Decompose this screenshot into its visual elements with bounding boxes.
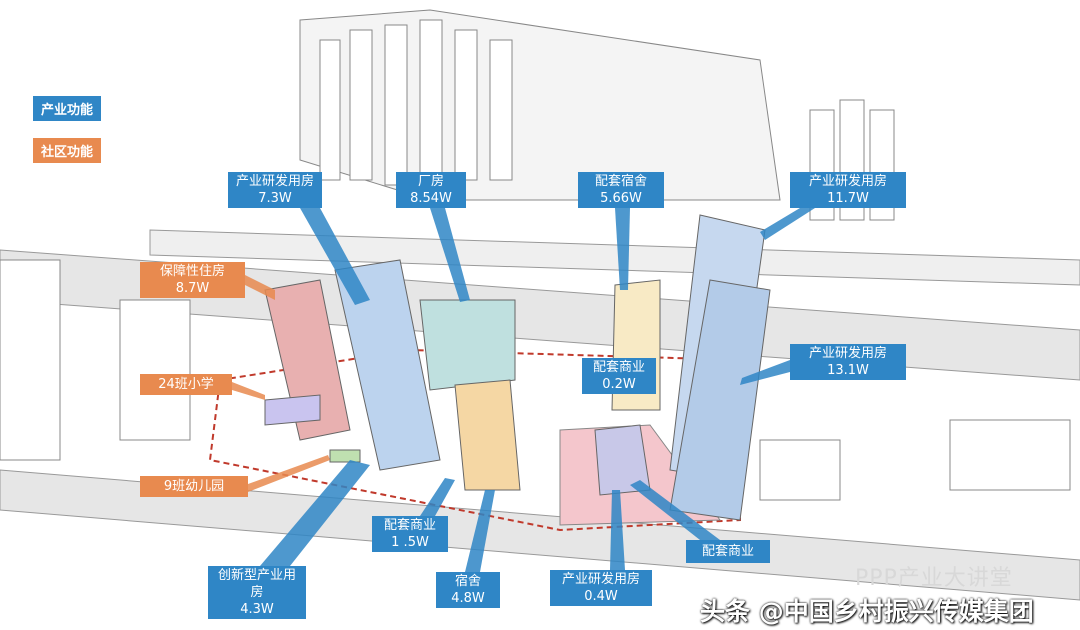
attribution: 头条 @中国乡村振兴传媒集团 bbox=[700, 597, 1034, 626]
legend-community-function: 社区功能 bbox=[33, 138, 102, 163]
label-name: 厂房 bbox=[417, 174, 444, 189]
label-retail-0-2w: 配套商业 0.2W bbox=[582, 358, 656, 394]
label-kindergarten: 9班幼儿园 bbox=[140, 476, 248, 497]
label-name: 产业研发用房 bbox=[561, 572, 640, 587]
label-name: 配套宿舍 bbox=[594, 174, 647, 189]
label-rd-building-11-7w: 产业研发用房 11.7W bbox=[790, 172, 906, 208]
label-retail-partial: 配套商业 bbox=[686, 540, 770, 563]
label-value: 13.1W bbox=[827, 363, 869, 378]
label-name: 保障性住房 bbox=[159, 264, 225, 279]
label-value: 11.7W bbox=[827, 191, 869, 206]
label-rd-building-13-1w: 产业研发用房 13.1W bbox=[790, 344, 906, 380]
label-value: 4.3W bbox=[240, 602, 274, 617]
label-name: 配套商业 bbox=[701, 544, 754, 559]
label-affordable-housing-8-7w: 保障性住房 8.7W bbox=[140, 262, 245, 298]
label-value: 0.4W bbox=[584, 589, 618, 604]
label-innovative-industry-4-3w: 创新型产业用房 4.3W bbox=[208, 566, 306, 619]
label-value: 8.54W bbox=[410, 191, 452, 206]
label-value: 7.3W bbox=[258, 191, 292, 206]
label-rd-building-0-4w: 产业研发用房 0.4W bbox=[550, 570, 652, 606]
label-value: 4.8W bbox=[451, 591, 485, 606]
label-name: 产业研发用房 bbox=[808, 346, 887, 361]
label-name: 24班小学 bbox=[158, 377, 214, 392]
label-name: 创新型产业用房 bbox=[217, 568, 296, 600]
label-name: 配套商业 bbox=[592, 360, 645, 375]
label-dormitory-5-66w: 配套宿舍 5.66W bbox=[578, 172, 664, 208]
label-factory-8-54w: 厂房 8.54W bbox=[396, 172, 466, 208]
label-name: 9班幼儿园 bbox=[163, 479, 225, 494]
watermark: PPP产业大讲堂 bbox=[855, 566, 1013, 591]
label-retail-1-5w: 配套商业 1 .5W bbox=[372, 516, 448, 552]
label-value: 8.7W bbox=[175, 281, 210, 296]
label-name: 宿舍 bbox=[454, 574, 481, 589]
legend-industry-function: 产业功能 bbox=[33, 96, 102, 121]
label-dormitory-4-8w: 宿舍 4.8W bbox=[436, 572, 500, 608]
label-value: 5.66W bbox=[600, 191, 642, 206]
label-value: 0.2W bbox=[602, 377, 636, 392]
label-name: 产业研发用房 bbox=[235, 174, 314, 189]
label-primary-school: 24班小学 bbox=[140, 374, 232, 395]
label-name: 产业研发用房 bbox=[808, 174, 887, 189]
label-name: 配套商业 bbox=[383, 518, 436, 533]
label-value: 1 .5W bbox=[391, 535, 429, 550]
label-rd-building-7-3w: 产业研发用房 7.3W bbox=[228, 172, 322, 208]
